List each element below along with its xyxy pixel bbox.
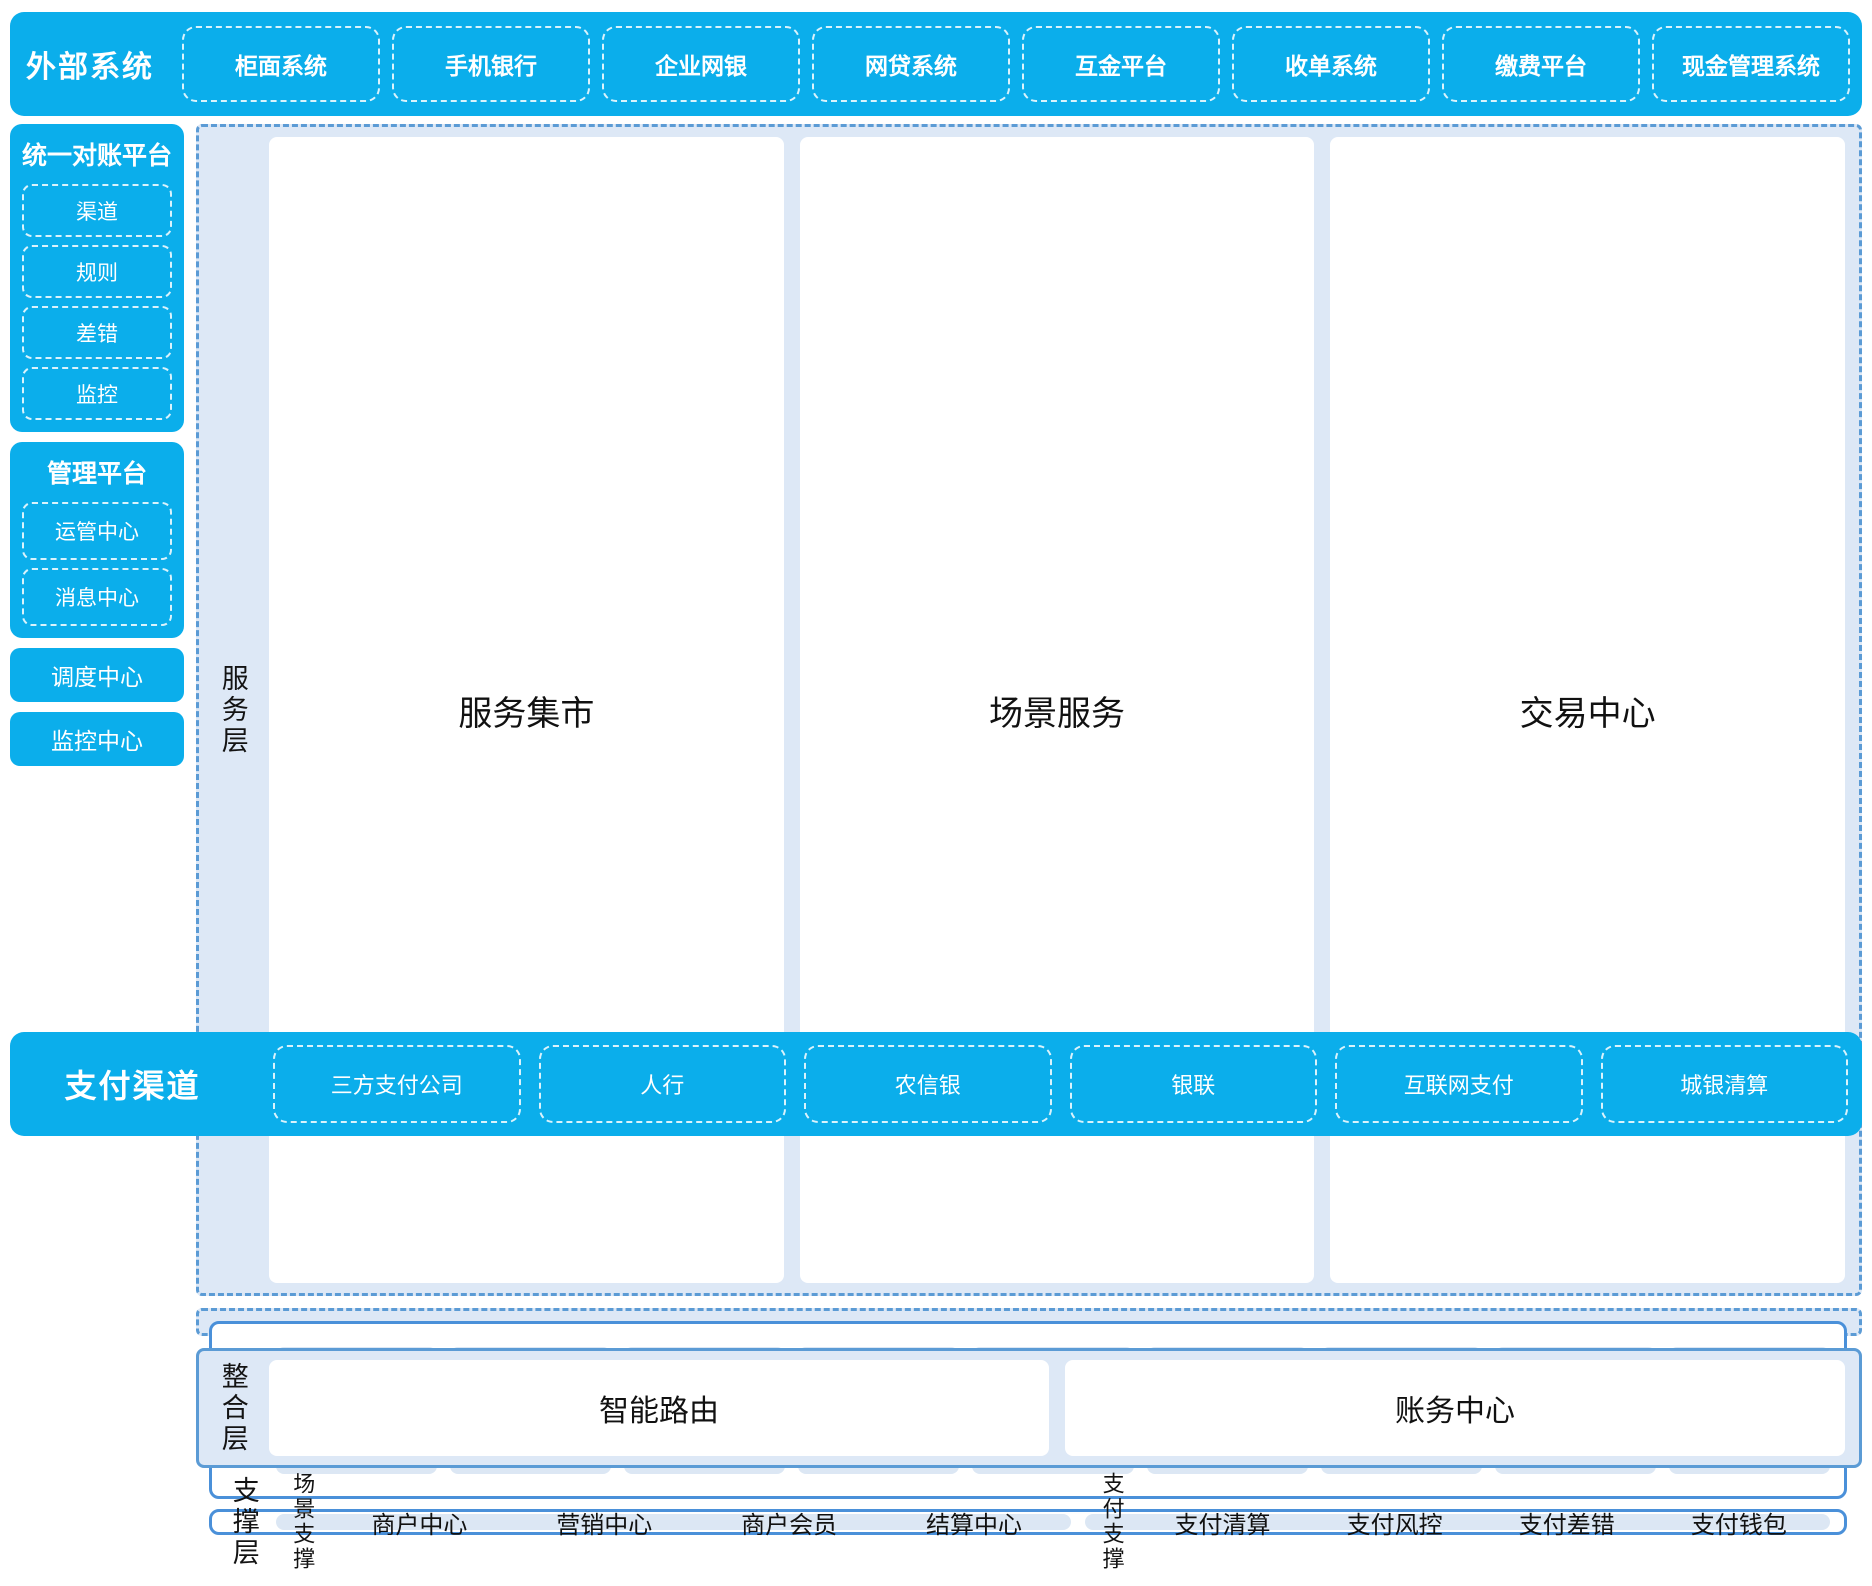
support-layer: 支撑层 场景支撑 商户中心 营销中心 商户会员 结算中心 [209, 1509, 1847, 1535]
external-system-item[interactable]: 互金平台 [1022, 26, 1220, 102]
payment-channels-bar: 支付渠道 三方支付公司 人行 农信银 银联 互联网支付 城银清算 [10, 1032, 1862, 1136]
sidebar-item-monitor[interactable]: 监控 [22, 367, 172, 420]
middle-region: 统一对账平台 渠道 规则 差错 监控 管理平台 运管中心 消息中心 调度中心 监… [10, 124, 1862, 1022]
external-system-item[interactable]: 网贷系统 [812, 26, 1010, 102]
sidebar-panel-reconciliation: 统一对账平台 渠道 规则 差错 监控 [10, 124, 184, 432]
external-systems-title: 外部系统 [10, 42, 170, 86]
core-layers-wrapper: 支付层 贷记支付 借记支付 批量支付 银联卡支付 代收代付 线上支付 条码支付 … [196, 1308, 1862, 1336]
sidebar-item-rule[interactable]: 规则 [22, 245, 172, 298]
integration-layer-cards: 智能路由 账务中心 [269, 1360, 1845, 1456]
support-layer-label: 支撑层 [220, 1458, 266, 1586]
external-system-item[interactable]: 手机银行 [392, 26, 590, 102]
integration-card-accounting-center[interactable]: 账务中心 [1065, 1360, 1845, 1456]
payment-channel-pboc[interactable]: 人行 [539, 1045, 787, 1123]
payment-channel-unionpay[interactable]: 银联 [1070, 1045, 1318, 1123]
external-system-item[interactable]: 柜面系统 [182, 26, 380, 102]
payment-channel-city-bank-clearing[interactable]: 城银清算 [1601, 1045, 1849, 1123]
layer-stack: 服务层 服务集市 场景服务 交易中心 支付层 贷记支付 借记支付 批量支付 银联… [196, 124, 1862, 1022]
external-system-item[interactable]: 企业网银 [602, 26, 800, 102]
external-system-item[interactable]: 现金管理系统 [1652, 26, 1850, 102]
scenario-support-label: 场景支撑 [282, 1463, 322, 1581]
support-group-payment: 支付支撑 支付清算 支付风控 支付差错 支付钱包 [1085, 1514, 1830, 1530]
sidebar-item-scheduling-center[interactable]: 调度中心 [10, 648, 184, 702]
sidebar-item-error[interactable]: 差错 [22, 306, 172, 359]
integration-layer: 整合层 智能路由 账务中心 [196, 1348, 1862, 1468]
sidebar-panel-management: 管理平台 运管中心 消息中心 [10, 442, 184, 638]
integration-card-smart-routing[interactable]: 智能路由 [269, 1360, 1049, 1456]
sidebar-item-message-center[interactable]: 消息中心 [22, 568, 172, 626]
payment-channel-rcc[interactable]: 农信银 [804, 1045, 1052, 1123]
payment-channels-title: 支付渠道 [10, 1061, 255, 1107]
sidebar: 统一对账平台 渠道 规则 差错 监控 管理平台 运管中心 消息中心 调度中心 监… [10, 124, 184, 1022]
support-group-scenario: 场景支撑 商户中心 营销中心 商户会员 结算中心 [276, 1514, 1071, 1530]
management-platform-title: 管理平台 [22, 452, 172, 494]
external-system-item[interactable]: 缴费平台 [1442, 26, 1640, 102]
architecture-diagram: 外部系统 柜面系统 手机银行 企业网银 网贷系统 互金平台 收单系统 缴费平台 … [0, 0, 1872, 1146]
sidebar-item-operations-center[interactable]: 运管中心 [22, 502, 172, 560]
external-systems-bar: 外部系统 柜面系统 手机银行 企业网银 网贷系统 互金平台 收单系统 缴费平台 … [10, 12, 1862, 116]
sidebar-item-monitoring-center[interactable]: 监控中心 [10, 712, 184, 766]
payment-channel-third-party[interactable]: 三方支付公司 [273, 1045, 521, 1123]
external-system-item[interactable]: 收单系统 [1232, 26, 1430, 102]
reconciliation-platform-title: 统一对账平台 [22, 134, 172, 176]
payment-channel-internet-payment[interactable]: 互联网支付 [1335, 1045, 1583, 1123]
integration-layer-label: 整合层 [209, 1360, 255, 1456]
sidebar-item-channel[interactable]: 渠道 [22, 184, 172, 237]
payment-support-label: 支付支撑 [1091, 1463, 1131, 1581]
